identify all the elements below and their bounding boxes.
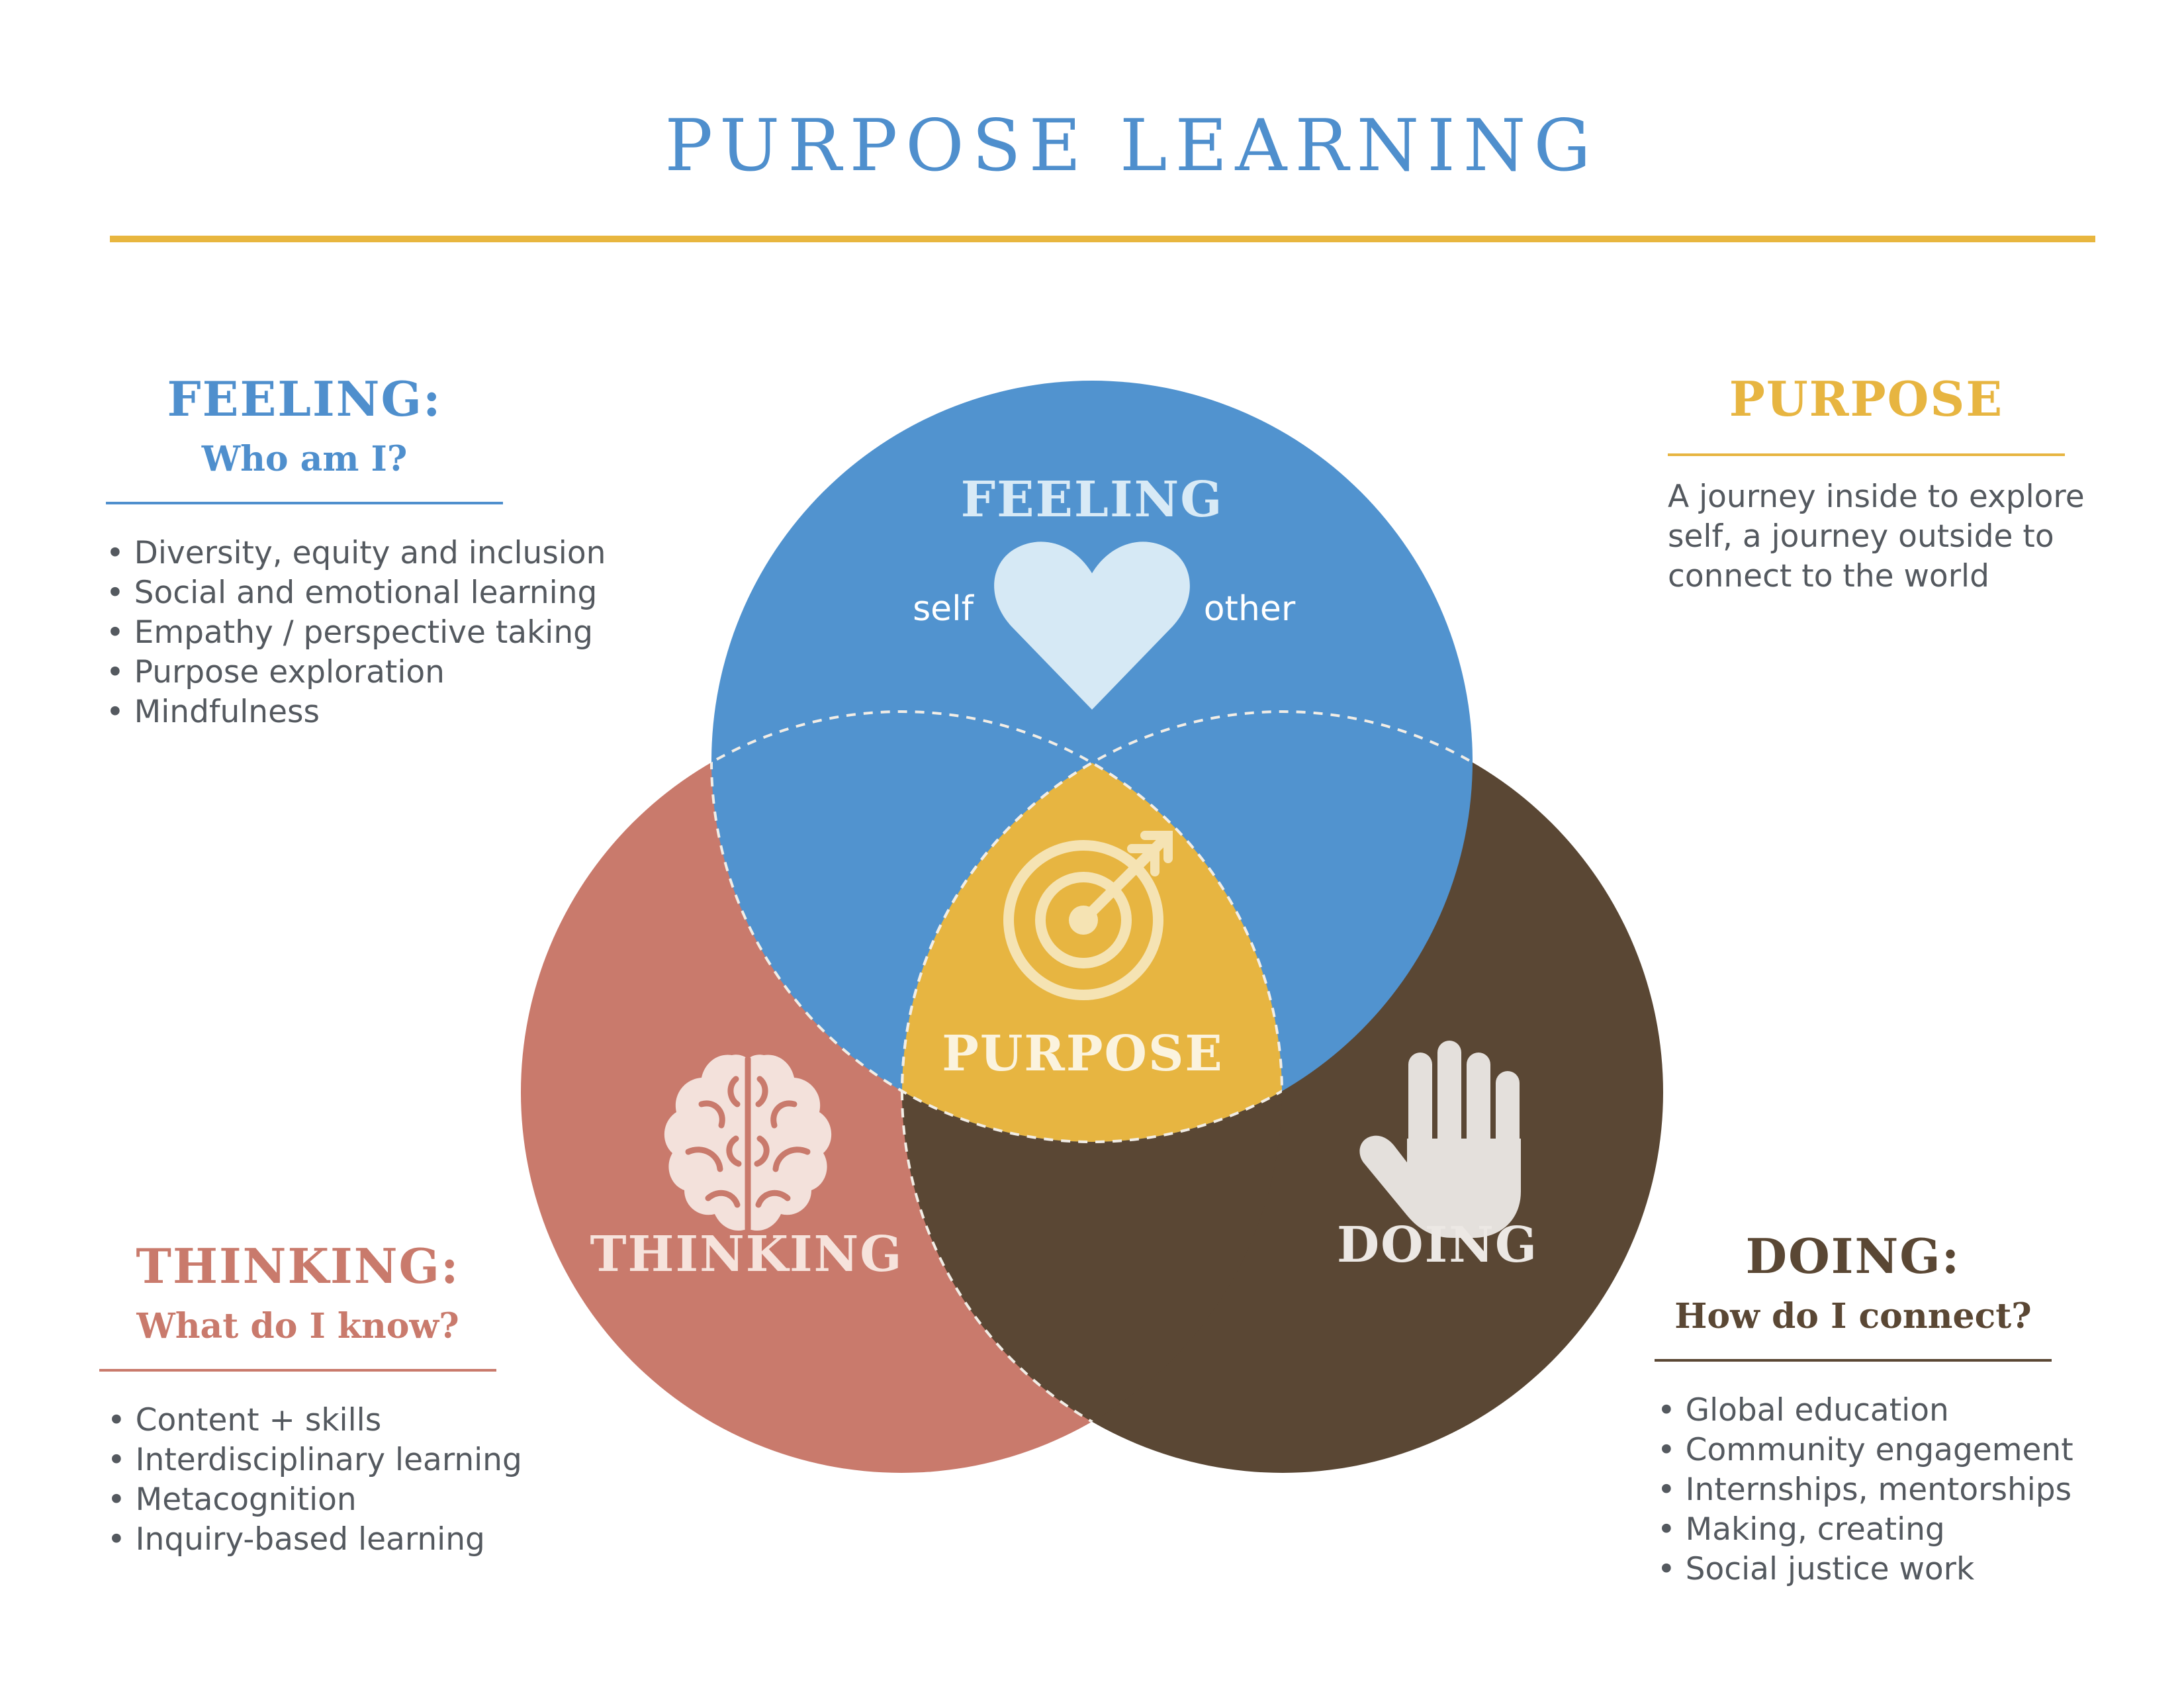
purpose-panel-heading: PURPOSE bbox=[1729, 371, 2004, 427]
list-item: Internships, mentorships bbox=[1657, 1470, 2158, 1510]
list-item: Inquiry-based learning bbox=[107, 1520, 642, 1560]
doing-circle-label: DOING bbox=[1337, 1217, 1538, 1274]
thinking-panel-heading: THINKING: bbox=[136, 1238, 460, 1294]
feeling-panel-heading: FEELING: bbox=[167, 371, 442, 427]
purpose-text-line: connect to the world bbox=[1668, 558, 1989, 594]
list-item: Social justice work bbox=[1657, 1550, 2158, 1589]
feeling-panel-list: Diversity, equity and inclusion Social a… bbox=[106, 534, 649, 732]
thinking-panel: THINKING: What do I know? Content + skil… bbox=[99, 1238, 642, 1560]
list-item: Empathy / perspective taking bbox=[106, 613, 649, 653]
feeling-panel-subheading: Who am I? bbox=[201, 439, 408, 479]
brain-icon bbox=[664, 1055, 832, 1232]
target-arrow-icon bbox=[1003, 831, 1173, 1000]
list-item: Social and emotional learning bbox=[106, 573, 649, 613]
purpose-text-line: A journey inside to explore bbox=[1668, 479, 2085, 515]
feeling-circle bbox=[711, 381, 1473, 1142]
feeling-panel-rule bbox=[106, 502, 503, 504]
hand-icon bbox=[1359, 1041, 1521, 1238]
thinking-panel-rule bbox=[99, 1369, 496, 1372]
list-item: Metacognition bbox=[107, 1480, 642, 1520]
purpose-center bbox=[902, 712, 1282, 1142]
list-item: Global education bbox=[1657, 1391, 2158, 1430]
doing-panel: DOING: How do I connect? Global educatio… bbox=[1655, 1228, 2158, 1589]
list-item: Mindfulness bbox=[106, 692, 649, 732]
purpose-panel: PURPOSE A journey inside to explore self… bbox=[1668, 371, 2118, 596]
list-item: Community engagement bbox=[1657, 1430, 2158, 1470]
doing-panel-heading: DOING: bbox=[1745, 1228, 1961, 1284]
list-item: Purpose exploration bbox=[106, 653, 649, 692]
list-item: Making, creating bbox=[1657, 1510, 2158, 1550]
heart-icon bbox=[994, 541, 1190, 710]
list-item: Diversity, equity and inclusion bbox=[106, 534, 649, 573]
purpose-panel-rule bbox=[1668, 453, 2065, 456]
thinking-panel-list: Content + skills Interdisciplinary learn… bbox=[107, 1401, 642, 1560]
thinking-circle-label: THINKING bbox=[590, 1226, 903, 1283]
self-label: self bbox=[913, 589, 975, 629]
purpose-text-line: self, a journey outside to bbox=[1668, 518, 2054, 555]
purpose-panel-text: A journey inside to explore self, a jour… bbox=[1668, 477, 2118, 596]
doing-panel-subheading: How do I connect? bbox=[1674, 1296, 2032, 1336]
doing-panel-list: Global education Community engagement In… bbox=[1657, 1391, 2158, 1589]
title-divider bbox=[110, 236, 2095, 242]
thinking-panel-subheading: What do I know? bbox=[136, 1306, 459, 1346]
list-item: Interdisciplinary learning bbox=[107, 1440, 642, 1480]
feeling-circle-label: FEELING bbox=[961, 471, 1224, 528]
purpose-center-label: PURPOSE bbox=[942, 1025, 1224, 1082]
list-item: Content + skills bbox=[107, 1401, 642, 1440]
other-label: other bbox=[1204, 589, 1296, 629]
feeling-panel: FEELING: Who am I? Diversity, equity and… bbox=[106, 371, 649, 732]
page-title: PURPOSE LEARNING bbox=[664, 105, 1599, 187]
doing-panel-rule bbox=[1655, 1359, 2052, 1362]
